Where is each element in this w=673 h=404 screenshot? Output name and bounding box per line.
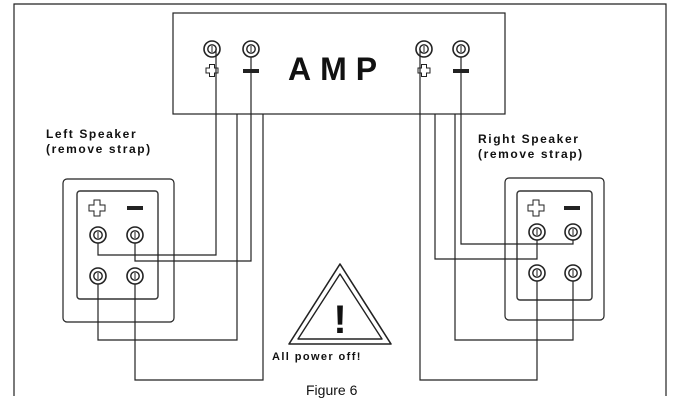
- left-speaker-box: [62, 178, 175, 323]
- right-speaker-terminal-top-minus: [564, 223, 582, 241]
- wire-right-speaker-minus-loop: [454, 114, 574, 341]
- right-speaker-label: Right Speaker (remove strap): [478, 132, 584, 162]
- right-speaker-terminal-bottom-plus: [528, 264, 546, 282]
- amp-box: [172, 12, 506, 115]
- figure-caption: Figure 6: [306, 382, 358, 398]
- warning-triangle-icon: [288, 263, 392, 345]
- left-speaker-plus-mark: [88, 199, 106, 217]
- left-speaker-terminal-top-minus: [126, 226, 144, 244]
- left-speaker-terminal-top-plus: [89, 226, 107, 244]
- right-speaker-plus-mark: [527, 199, 545, 217]
- wire-amp-right-plus-to-right-speaker: [419, 49, 538, 381]
- wire-amp-right-minus-to-right-speaker: [460, 57, 574, 245]
- amp-label: AMP: [288, 51, 387, 87]
- warning-label: All power off!: [272, 351, 362, 363]
- wire-left-speaker-plus-loop: [97, 114, 238, 341]
- amp-terminal-right-plus: [415, 40, 433, 58]
- left-speaker-label-name: Left Speaker: [46, 127, 138, 141]
- amp-terminal-left-plus: [203, 40, 221, 58]
- right-speaker-label-note: (remove strap): [478, 147, 584, 161]
- warning-exclamation-symbol: !: [333, 298, 346, 342]
- right-speaker-box: [504, 177, 605, 321]
- amp-plus-mark-left: [205, 64, 219, 77]
- left-speaker-minus-mark: [127, 206, 143, 210]
- amp-plus-mark-right: [417, 64, 431, 77]
- right-speaker-minus-mark: [564, 206, 580, 210]
- wire-amp-left-minus-to-left-speaker-minus: [134, 57, 252, 262]
- wire-amp-left-plus-to-left-speaker-plus: [97, 49, 217, 256]
- left-speaker-terminal-bottom-minus: [126, 267, 144, 285]
- right-speaker-terminal-top-plus: [528, 223, 546, 241]
- left-speaker-terminal-bottom-plus: [89, 267, 107, 285]
- wire-left-speaker-minus-loop: [134, 114, 264, 381]
- right-speaker-terminal-bottom-minus: [564, 264, 582, 282]
- right-speaker-label-name: Right Speaker: [478, 132, 580, 146]
- amp-terminal-left-minus: [242, 40, 260, 58]
- outer-frame: [13, 3, 667, 396]
- amp-terminal-right-minus: [452, 40, 470, 58]
- left-speaker-label-note: (remove strap): [46, 142, 152, 156]
- left-speaker-label: Left Speaker (remove strap): [46, 127, 152, 157]
- wire-right-speaker-plus-link: [434, 114, 538, 260]
